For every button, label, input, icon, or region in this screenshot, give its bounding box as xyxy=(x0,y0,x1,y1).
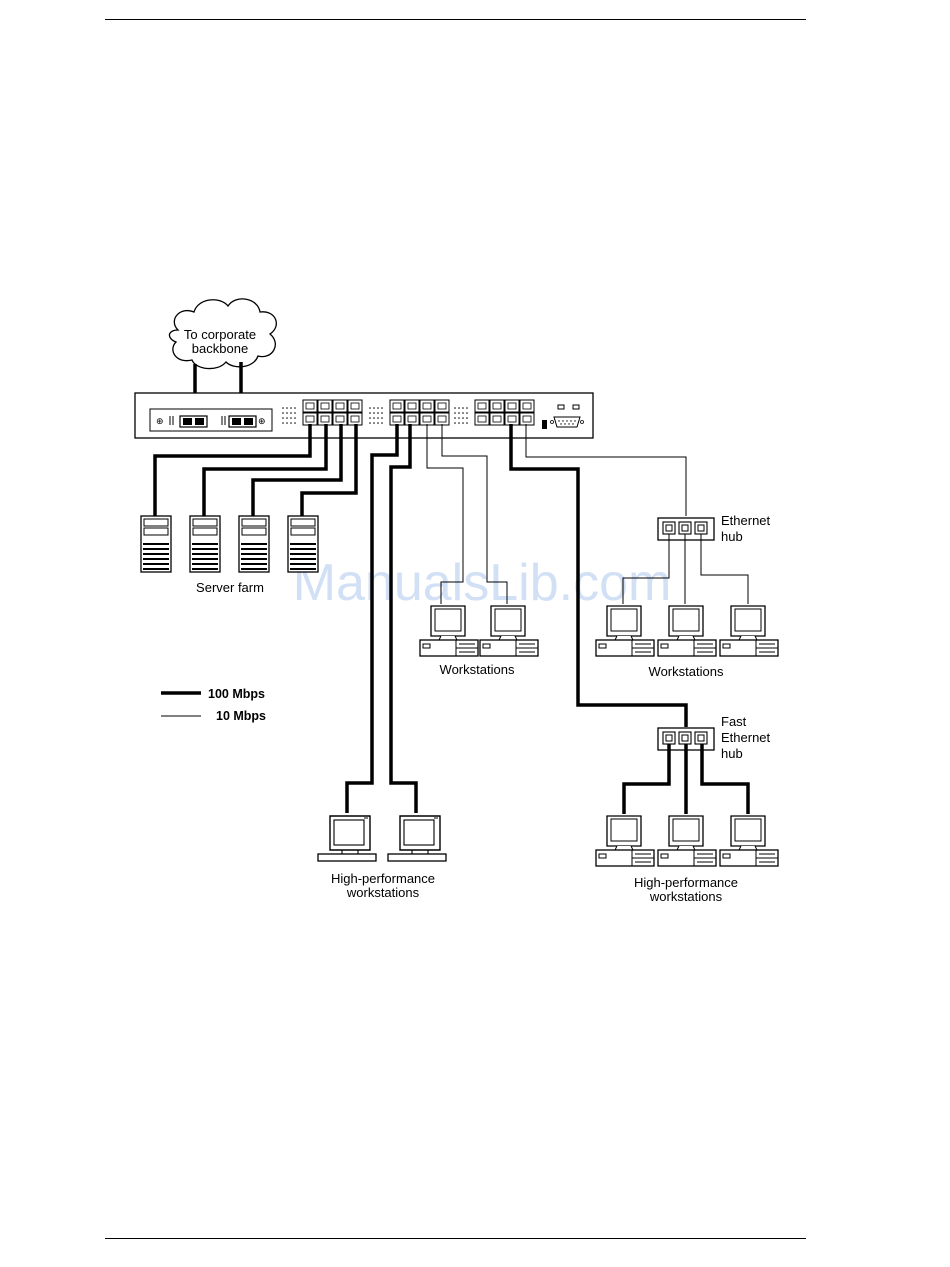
ethernet-hub-label-line2: hub xyxy=(721,529,743,544)
legend-10-label: 10 Mbps xyxy=(216,709,266,723)
hp-left-label-line1: High-performance xyxy=(331,871,435,886)
workstation-center-1 xyxy=(420,606,478,656)
ethernet-hub-label-line1: Ethernet xyxy=(721,513,771,528)
workstation-center-2 xyxy=(480,606,538,656)
backbone-cloud: To corporate backbone xyxy=(169,299,276,369)
svg-text:⊕: ⊕ xyxy=(156,417,164,427)
workstation-right-2 xyxy=(658,606,716,656)
cloud-label-line2: backbone xyxy=(192,341,248,356)
fast-hub-label-line2: Ethernet xyxy=(721,730,771,745)
server-1 xyxy=(141,516,171,572)
hp-left-label-line2: workstations xyxy=(346,885,420,900)
svg-text:⊕: ⊕ xyxy=(258,417,266,427)
network-switch: ⊕ ⊕ xyxy=(135,393,593,438)
workstation-right-1 xyxy=(596,606,654,656)
cloud-label-line1: To corporate xyxy=(184,327,256,342)
hp-right-label-line2: workstations xyxy=(649,889,723,904)
port-group-1 xyxy=(303,400,362,425)
hp-right-label-line1: High-performance xyxy=(634,875,738,890)
fast-hub-label-line3: hub xyxy=(721,746,743,761)
port-group-3 xyxy=(475,400,534,425)
hp-workstation-left-2 xyxy=(388,816,446,861)
server-2 xyxy=(190,516,220,572)
ethernet-hub xyxy=(658,518,714,540)
workstations-right-label: Workstations xyxy=(649,664,724,679)
workstation-right-3 xyxy=(720,606,778,656)
hp-workstation-left-1 xyxy=(318,816,376,861)
port-group-2 xyxy=(390,400,449,425)
hp-workstation-right-1 xyxy=(596,816,654,866)
legend: 100 Mbps 10 Mbps xyxy=(161,687,266,723)
server-3 xyxy=(239,516,269,572)
server-farm-label: Server farm xyxy=(196,580,264,595)
legend-100-label: 100 Mbps xyxy=(208,687,265,701)
fast-hub-label-line1: Fast xyxy=(721,714,747,729)
watermark: ManualsLib.com xyxy=(293,554,672,612)
hp-workstation-right-3 xyxy=(720,816,778,866)
server-4 xyxy=(288,516,318,572)
hp-workstation-right-2 xyxy=(658,816,716,866)
workstations-center-label: Workstations xyxy=(440,662,515,677)
